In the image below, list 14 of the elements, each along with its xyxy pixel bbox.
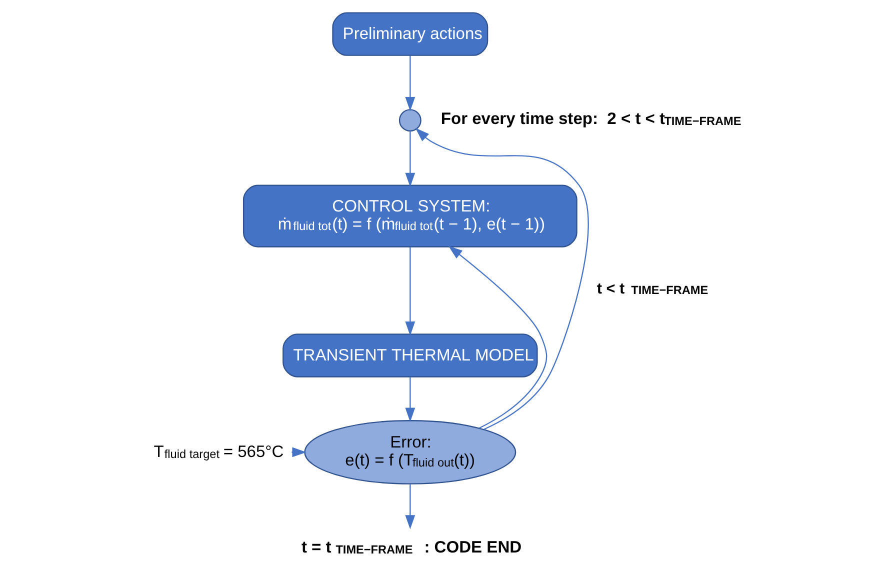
arrow — [405, 246, 416, 336]
node-text: Tfluid target = 565°C — [154, 442, 284, 462]
arrow — [405, 131, 416, 188]
arrow — [448, 246, 548, 429]
node-box: TRANSIENT THERMAL MODEL — [282, 334, 538, 378]
arrow — [415, 128, 589, 430]
node-box: Preliminary actions — [332, 12, 488, 56]
arrow — [405, 377, 416, 422]
node-label: For every time step: 2 < t < tTIME−FRAME — [440, 109, 742, 128]
node-ellipse: Error: e(t) = f (Tfluid out(t)) — [304, 420, 516, 484]
arrow — [405, 56, 416, 112]
arrow — [405, 484, 416, 530]
node-circle — [398, 109, 422, 132]
node-box: CONTROL SYSTEM: ṁfluid tot(t) = f (ṁfluid tot(t − 1), e(t − 1)) — [242, 184, 578, 248]
